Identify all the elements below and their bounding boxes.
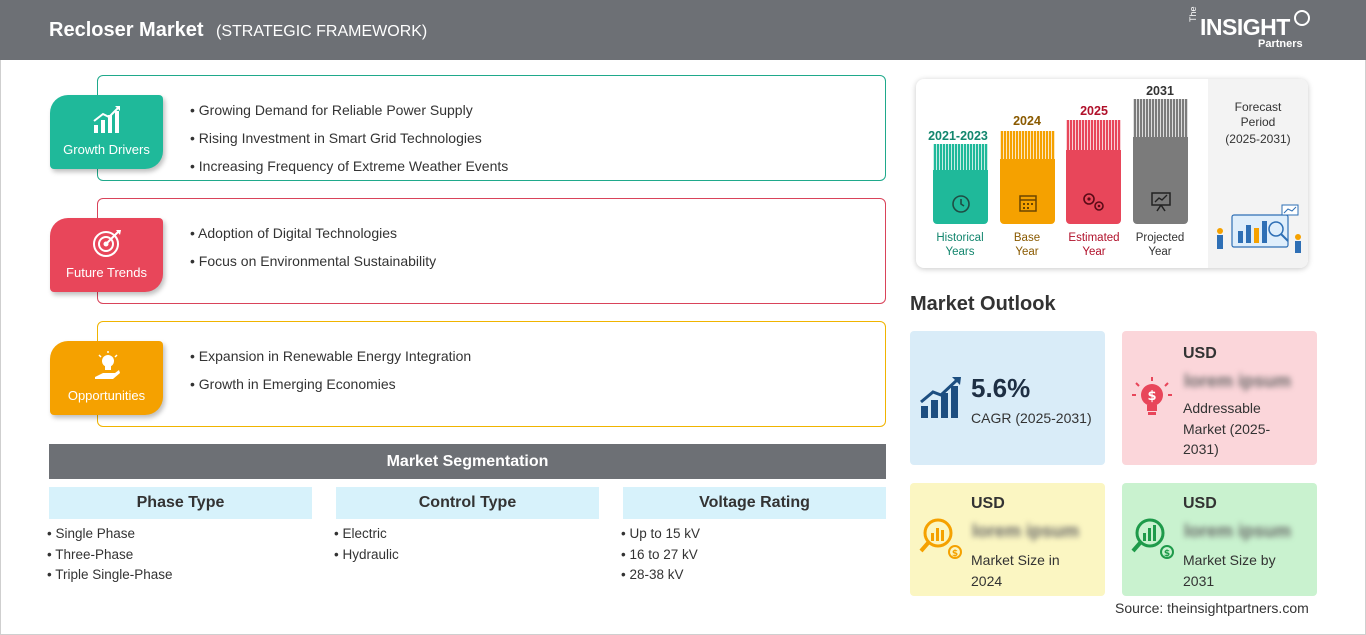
list-item: Increasing Frequency of Extreme Weather … [190, 152, 508, 180]
timeline-bar-base [1000, 131, 1055, 224]
forecast-period-range: (2025-2031) [1225, 132, 1291, 146]
size-2031-label: Market Size by 2031 [1183, 552, 1276, 589]
header-bar: Recloser Market (STRATEGIC FRAMEWORK) Th… [0, 0, 1366, 60]
list-item: Triple Single-Phase [47, 565, 172, 586]
market-size-2024-card: $ USD lorem ipsum Market Size in 2024 [910, 483, 1105, 596]
year-label-historical: 2021-2023 [928, 129, 988, 143]
year-label-projected: 2031 [1146, 84, 1174, 98]
list-item: Up to 15 kV [621, 524, 700, 545]
lightbulb-dollar-icon: $ [1132, 377, 1172, 415]
cagr-value: 5.6% [971, 373, 1031, 403]
size-2024-currency: USD [971, 495, 1005, 512]
cagr-card: 5.6% CAGR (2025-2031) [910, 331, 1105, 465]
segment-list-voltage-rating: Up to 15 kV 16 to 27 kV 28-38 kV [621, 524, 700, 586]
addressable-label: Addressable Market (2025- 2031) [1183, 400, 1271, 457]
timeline-label-projected: Projected Year [1135, 232, 1185, 258]
market-outlook-title: Market Outlook [910, 293, 1056, 315]
timeline-label-historical: Historical Years [936, 232, 984, 258]
history-icon [952, 195, 970, 213]
growth-chart-icon [93, 106, 120, 133]
addressable-market-card: $ USD lorem ipsum Addressable Market (20… [1122, 331, 1317, 465]
magnifier-chart-icon: $ [919, 518, 962, 559]
analytics-illustration-icon [1217, 204, 1301, 253]
growth-drivers-badge: Growth Drivers [50, 95, 163, 169]
opportunities-box: Expansion in Renewable Energy Integratio… [97, 321, 886, 427]
timeline-bar-estimated [1066, 120, 1121, 224]
segment-header-voltage-rating: Voltage Rating [623, 487, 886, 519]
target-icon [93, 230, 121, 257]
market-size-2031-card: $ USD lorem ipsum Market Size by 2031 [1122, 483, 1317, 596]
timeline-bar-historical [933, 144, 988, 224]
magnifier-growth-icon: $ [1131, 518, 1174, 559]
growth-chart-icon [920, 377, 961, 418]
timeline-label-base: Base Year [1013, 232, 1041, 258]
segment-list-control-type: Electric Hydraulic [334, 524, 399, 566]
list-item: Adoption of Digital Technologies [190, 219, 436, 247]
page-title: Recloser Market [49, 19, 204, 41]
timeline-bar-projected [1133, 99, 1188, 224]
opportunities-badge: Opportunities [50, 341, 163, 415]
gears-icon [1083, 193, 1104, 211]
segment-header-control-type: Control Type [336, 487, 599, 519]
list-item: Growing Demand for Reliable Power Supply [190, 96, 508, 124]
list-item: Electric [334, 524, 399, 545]
list-item: Three-Phase [47, 545, 173, 566]
svg-text:$: $ [952, 549, 958, 559]
addressable-currency: USD [1183, 345, 1217, 362]
cagr-label: CAGR (2025-2031) [971, 410, 1092, 426]
future-trends-box: Adoption of Digital Technologies Focus o… [97, 198, 886, 304]
page-subtitle: (STRATEGIC FRAMEWORK) [216, 23, 428, 40]
opportunities-list: Expansion in Renewable Energy Integratio… [190, 342, 471, 398]
market-segmentation-header: Market Segmentation [49, 444, 886, 479]
year-label-estimated: 2025 [1080, 104, 1108, 118]
size-2031-currency: USD [1183, 495, 1217, 512]
timeline-card: 2021-2023 Historical Years 2024 Base Yea… [916, 79, 1308, 268]
lightbulb-hand-icon [95, 351, 120, 379]
list-item: 16 to 27 kV [621, 545, 700, 566]
segment-header-phase-type: Phase Type [49, 487, 312, 519]
timeline-label-estimated: Estimated Year [1068, 232, 1120, 258]
segment-list-phase-type: Single Phase Three-Phase Triple Single-P… [47, 524, 173, 586]
svg-text:$: $ [1164, 549, 1170, 559]
addressable-value: lorem ipsum [1184, 371, 1292, 391]
opportunities-label: Opportunities [67, 388, 146, 403]
growth-drivers-list: Growing Demand for Reliable Power Supply… [190, 96, 508, 180]
future-trends-list: Adoption of Digital Technologies Focus o… [190, 219, 436, 275]
growth-drivers-label: Growth Drivers [63, 142, 150, 157]
insight-partners-logo[interactable]: The INSIGHT Partners [1188, 6, 1318, 54]
list-item: Rising Investment in Smart Grid Technolo… [190, 124, 508, 152]
list-item: Growth in Emerging Economies [190, 370, 471, 398]
list-item: Hydraulic [334, 545, 398, 566]
future-trends-label: Future Trends [66, 265, 147, 280]
growth-drivers-box: Growing Demand for Reliable Power Supply… [97, 75, 886, 181]
year-label-base: 2024 [1013, 114, 1041, 128]
size-2024-label: Market Size in 2024 [971, 552, 1060, 589]
source-citation: Source: theinsightpartners.com [1115, 600, 1309, 616]
list-item: 28-38 kV [621, 565, 700, 586]
presentation-icon [1151, 192, 1171, 212]
size-2031-value: lorem ipsum [1184, 521, 1292, 541]
future-trends-badge: Future Trends [50, 218, 163, 292]
forecast-period-title: Forecast Period [1234, 100, 1282, 129]
list-item: Expansion in Renewable Energy Integratio… [190, 342, 471, 370]
calendar-icon [1019, 195, 1037, 212]
list-item: Focus on Environmental Sustainability [190, 247, 436, 275]
list-item: Single Phase [47, 524, 173, 545]
svg-text:$: $ [1147, 389, 1156, 404]
size-2024-value: lorem ipsum [972, 521, 1080, 541]
